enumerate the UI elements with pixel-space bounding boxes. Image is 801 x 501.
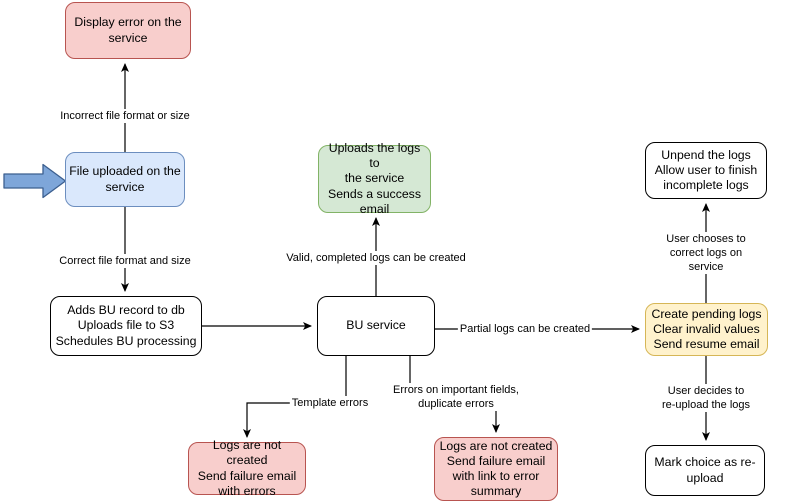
edge-label-partial-logs: Partial logs can be created — [457, 322, 593, 336]
node-display-error[interactable]: Display error on the service — [65, 2, 191, 59]
node-bu-service[interactable]: BU service — [317, 296, 435, 356]
node-unpend-the-logs[interactable]: Unpend the logs Allow user to finish inc… — [645, 142, 767, 199]
edge-label-user-chooses-to-correct-logs: User chooses to correct logs on service — [658, 232, 754, 274]
edge-label-errors-on-important-fields: Errors on important fields, duplicate er… — [391, 383, 521, 411]
node-mark-choice-as-reupload[interactable]: Mark choice as re- upload — [645, 445, 765, 496]
node-uploads-the-logs[interactable]: Uploads the logs to the service Sends a … — [318, 141, 431, 216]
node-logs-not-created-error-summary[interactable]: Logs are not created Send failure email … — [434, 437, 558, 501]
node-adds-bu-record[interactable]: Adds BU record to db Uploads file to S3 … — [50, 296, 202, 356]
node-file-uploaded-on-the-service[interactable]: File uploaded on the service — [65, 152, 185, 207]
node-create-pending-logs[interactable]: Create pending logs Clear invalid values… — [645, 303, 768, 356]
entry-arrow-icon — [3, 163, 67, 199]
edge-label-template-errors: Template errors — [289, 396, 371, 410]
edge-label-valid-completed-logs: Valid, completed logs can be created — [284, 251, 468, 265]
edge-label-correct-file-format: Correct file format and size — [57, 254, 193, 268]
node-logs-not-created-template-errors[interactable]: Logs are not created Send failure email … — [188, 438, 306, 498]
edge-label-incorrect-file-format: Incorrect file format or size — [58, 109, 192, 123]
edge-label-user-decides-to-reupload: User decides to re-upload the logs — [658, 384, 754, 412]
